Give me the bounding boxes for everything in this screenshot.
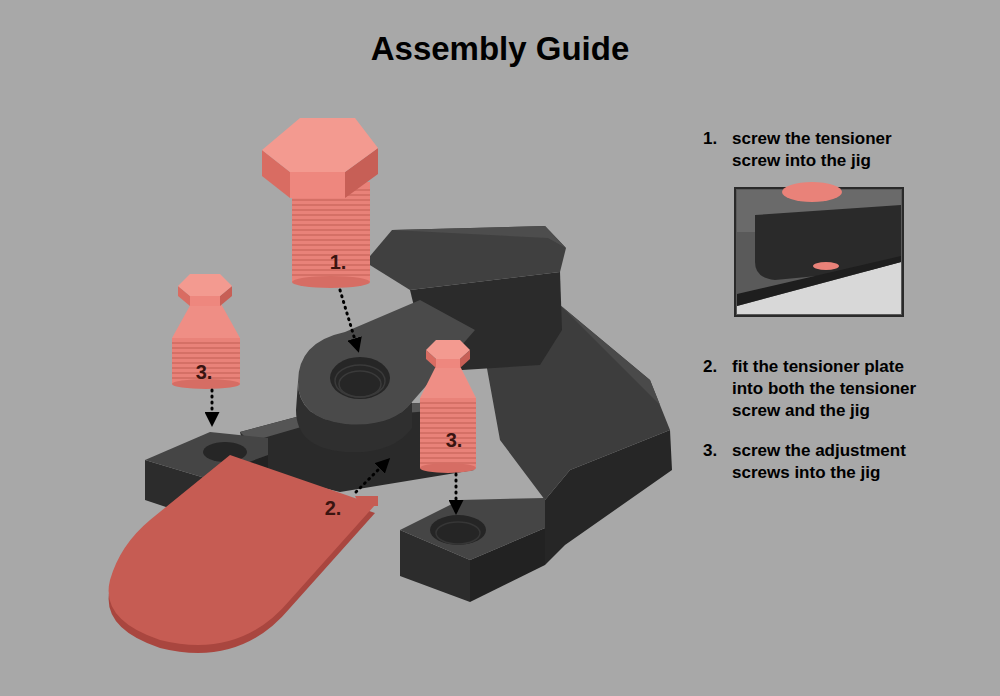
leader-arrow: [212, 290, 456, 512]
adjustment-screw: [178, 274, 232, 296]
page-title: Assembly Guide: [0, 30, 1000, 68]
inset-detail: [813, 262, 839, 270]
adjustment-screw: [172, 347, 240, 348]
inset-detail: [737, 256, 901, 306]
tensioner-screw: [292, 190, 370, 275]
adjustment-screw: [172, 302, 240, 338]
tensioner-plate: [109, 455, 378, 653]
adjustment-screw: [172, 352, 240, 353]
adjustment-screw: [172, 357, 240, 358]
adjustment-screw: [190, 296, 220, 306]
tensioner-screw: [292, 274, 370, 275]
leader-arrow: [356, 460, 388, 492]
tensioner-screw: [292, 239, 370, 240]
step-number: 1.: [703, 128, 717, 150]
tensioner-screw: [292, 249, 370, 250]
leader-arrow: [211, 390, 214, 424]
tensioner-plate: [355, 496, 378, 506]
jig-right-block: [430, 515, 486, 545]
inset-detail: [737, 262, 901, 314]
step-number: 2.: [703, 356, 717, 378]
callout-number: 3.: [196, 361, 213, 384]
jig-right-block: [436, 522, 480, 544]
tensioner-screw: [292, 244, 370, 245]
adjustment-screw: [426, 340, 470, 359]
jig-wing: [560, 305, 670, 430]
tensioner-screw: [292, 276, 370, 288]
inset-detail: [735, 182, 903, 316]
tensioner-screw: [292, 234, 370, 235]
adjustment-screw: [420, 403, 476, 463]
adjustment-screw: [420, 398, 476, 468]
step-text: screw the adjustment screws into the jig: [732, 440, 930, 484]
tensioner-screw: [292, 214, 370, 215]
callout-number: 2.: [325, 497, 342, 520]
inset-detail: [735, 188, 903, 316]
tensioner-screw: [262, 118, 378, 288]
adjustment-screw: [420, 366, 476, 398]
tensioner-arm: [335, 365, 385, 397]
tensioner-plate: [109, 455, 375, 645]
callout-number: 1.: [330, 251, 347, 274]
tensioner-arm: [296, 300, 475, 452]
step-text: screw the tensioner screw into the jig: [732, 128, 930, 172]
tensioner-screw: [292, 204, 370, 205]
step-number: 3.: [703, 440, 717, 462]
adjustment-screw: [420, 402, 476, 403]
tensioner-screw: [292, 219, 370, 220]
adjustment-screw: [420, 452, 476, 453]
adjustment-screw: [420, 422, 476, 423]
tensioner-screw: [292, 224, 370, 225]
adjustment-screw: [420, 407, 476, 408]
inset-detail: [782, 182, 842, 202]
adjustment-screw: [420, 417, 476, 418]
jig-back-block: [365, 226, 566, 290]
jig-right-block: [400, 498, 545, 602]
jig-back-block: [392, 226, 566, 248]
adjustment-screw: [420, 412, 476, 413]
tensioner-screw: [262, 118, 378, 172]
adjustment-screw: [172, 338, 240, 384]
adjustment-screw: [420, 340, 476, 473]
tensioner-screw: [292, 229, 370, 230]
adjustment-screw: [420, 463, 476, 473]
leader-arrow: [340, 290, 358, 350]
callout-number: 3.: [446, 429, 463, 452]
jig-right-block: [400, 498, 545, 560]
adjustment-screw: [172, 274, 240, 389]
leader-arrow: [455, 474, 458, 512]
tensioner-screw: [292, 209, 370, 210]
adjustment-screw: [420, 457, 476, 458]
tensioner-arm: [339, 371, 381, 397]
tensioner-arm: [330, 357, 390, 399]
tensioner-screw: [292, 199, 370, 200]
adjustment-screw: [420, 427, 476, 428]
adjustment-screw: [172, 342, 240, 343]
adjustment-screw: [436, 359, 460, 368]
tensioner-screw: [290, 172, 345, 198]
step-text: fit the tensioner plate into both the te…: [732, 356, 930, 422]
